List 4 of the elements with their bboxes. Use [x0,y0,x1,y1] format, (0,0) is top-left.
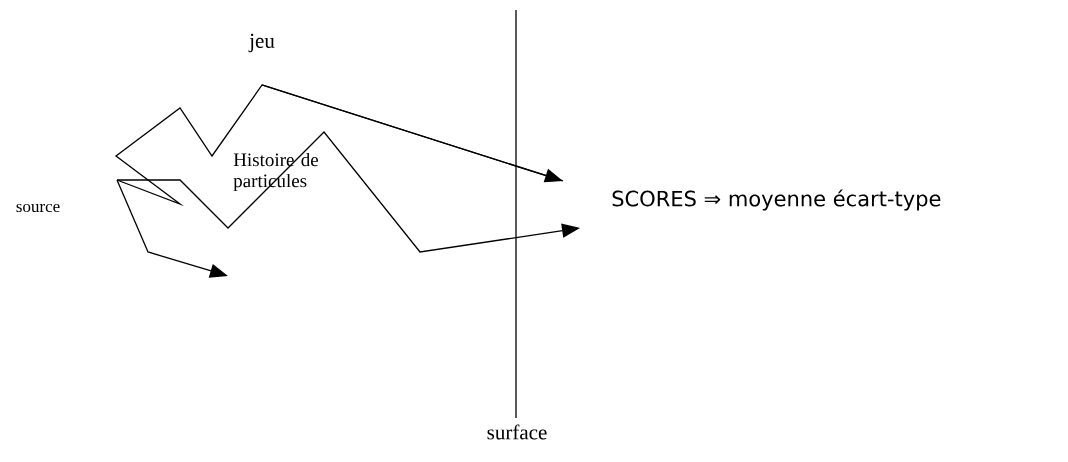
text-label: SCORES ⇒ moyenne écart-type [612,189,941,211]
text-label: source [16,203,60,213]
text-label: jeu [248,33,275,53]
text-label: surface [487,424,547,440]
